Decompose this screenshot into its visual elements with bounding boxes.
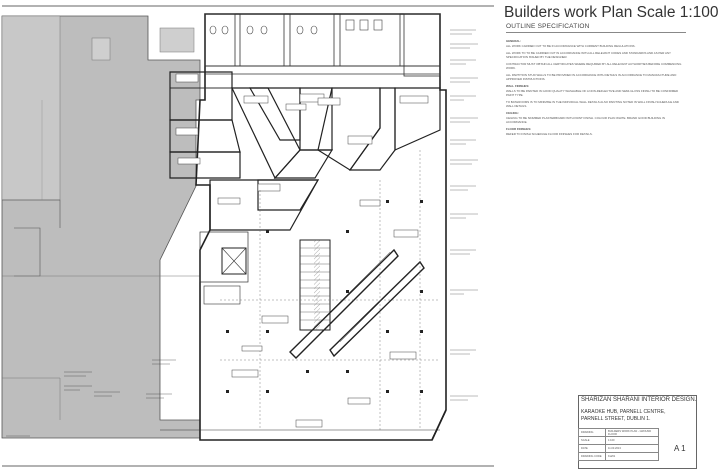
spec-heading: GENERAL: xyxy=(506,39,522,43)
title-block-table: DRAWING BUILDERS WORK PLAN - GROUND FLOO… xyxy=(578,428,695,461)
ramp-diagonals xyxy=(289,248,425,359)
table-row: DRAWING CODE KH/01 xyxy=(578,452,696,461)
spec-heading: CEILING: xyxy=(506,111,519,115)
row-value: 1:100 xyxy=(605,436,659,445)
spec-paragraph: TO BATHROOMS IS TO MINIMISE IN THE INDIV… xyxy=(506,100,679,108)
sheet-size: A 1 xyxy=(674,444,686,453)
row-value: KH/01 xyxy=(605,452,659,461)
row-label: DRAWING xyxy=(578,428,606,437)
row-value: BUILDERS WORK PLAN - GROUND FLOOR xyxy=(605,428,659,437)
project-line-2: PARNELL STREET, DUBLIN 1. xyxy=(581,416,651,422)
spec-notes: GENERAL: ALL WORK CARRIED OUT TO BE IN A… xyxy=(506,36,686,139)
neighbour-stair-hatch xyxy=(91,37,111,61)
structural-columns xyxy=(226,200,423,393)
building-outline xyxy=(195,13,447,441)
spec-heading: WALL FINISHES: xyxy=(506,84,530,88)
spec-paragraph: CEILING TO BE SKIMMED PLASTERBOARD WITH … xyxy=(506,116,665,124)
floor-plan-drawing xyxy=(1,5,494,467)
project-line-1: KARAOKE HUB, PARNELL CENTRE, xyxy=(581,409,666,415)
spec-paragraph: WALLS TO BE PAINTED IN GOOD QUALITY WASH… xyxy=(506,89,679,97)
table-row: DRAWING BUILDERS WORK PLAN - GROUND FLOO… xyxy=(578,428,696,437)
heading-rule xyxy=(506,32,686,33)
outline-spec-heading: OUTLINE SPECIFICATION xyxy=(506,23,590,30)
spec-heading: FLOOR FINISHES: xyxy=(506,127,532,131)
row-label: DRAWING CODE xyxy=(578,452,606,461)
specification-panel: Builders work Plan Scale 1:100 OUTLINE S… xyxy=(496,0,719,469)
spec-paragraph: ALL WORK TO TO BE CARRIED OUT IN ACCORDA… xyxy=(506,51,671,59)
karaoke-rooms xyxy=(169,71,441,231)
spec-paragraph: ALL WORK CARRIED OUT TO BE IN ACCORDANCE… xyxy=(506,44,636,48)
spec-paragraph: CONTRACTOR MUST OBTAIN ALL CERTIFICATES … xyxy=(506,62,682,70)
row-label: DATE xyxy=(578,444,606,453)
row-value: 11.03.2013 xyxy=(605,444,659,453)
designer-name: SHARIZAN SHARANI INTERIOR DESIGN. xyxy=(581,397,697,403)
spec-paragraph: REFER TO FINISH SCHEDULE FLOOR FINISHES … xyxy=(506,132,593,136)
project-address: KARAOKE HUB, PARNELL CENTRE, PARNELL STR… xyxy=(581,409,695,423)
row-label: SCALE xyxy=(578,436,606,445)
lift-shaft xyxy=(221,247,247,275)
spec-paragraph: ALL PARTITION STUD WALLS TO BE PROVIDED … xyxy=(506,73,677,81)
drawing-title: Builders work Plan Scale 1:100 xyxy=(504,4,719,21)
